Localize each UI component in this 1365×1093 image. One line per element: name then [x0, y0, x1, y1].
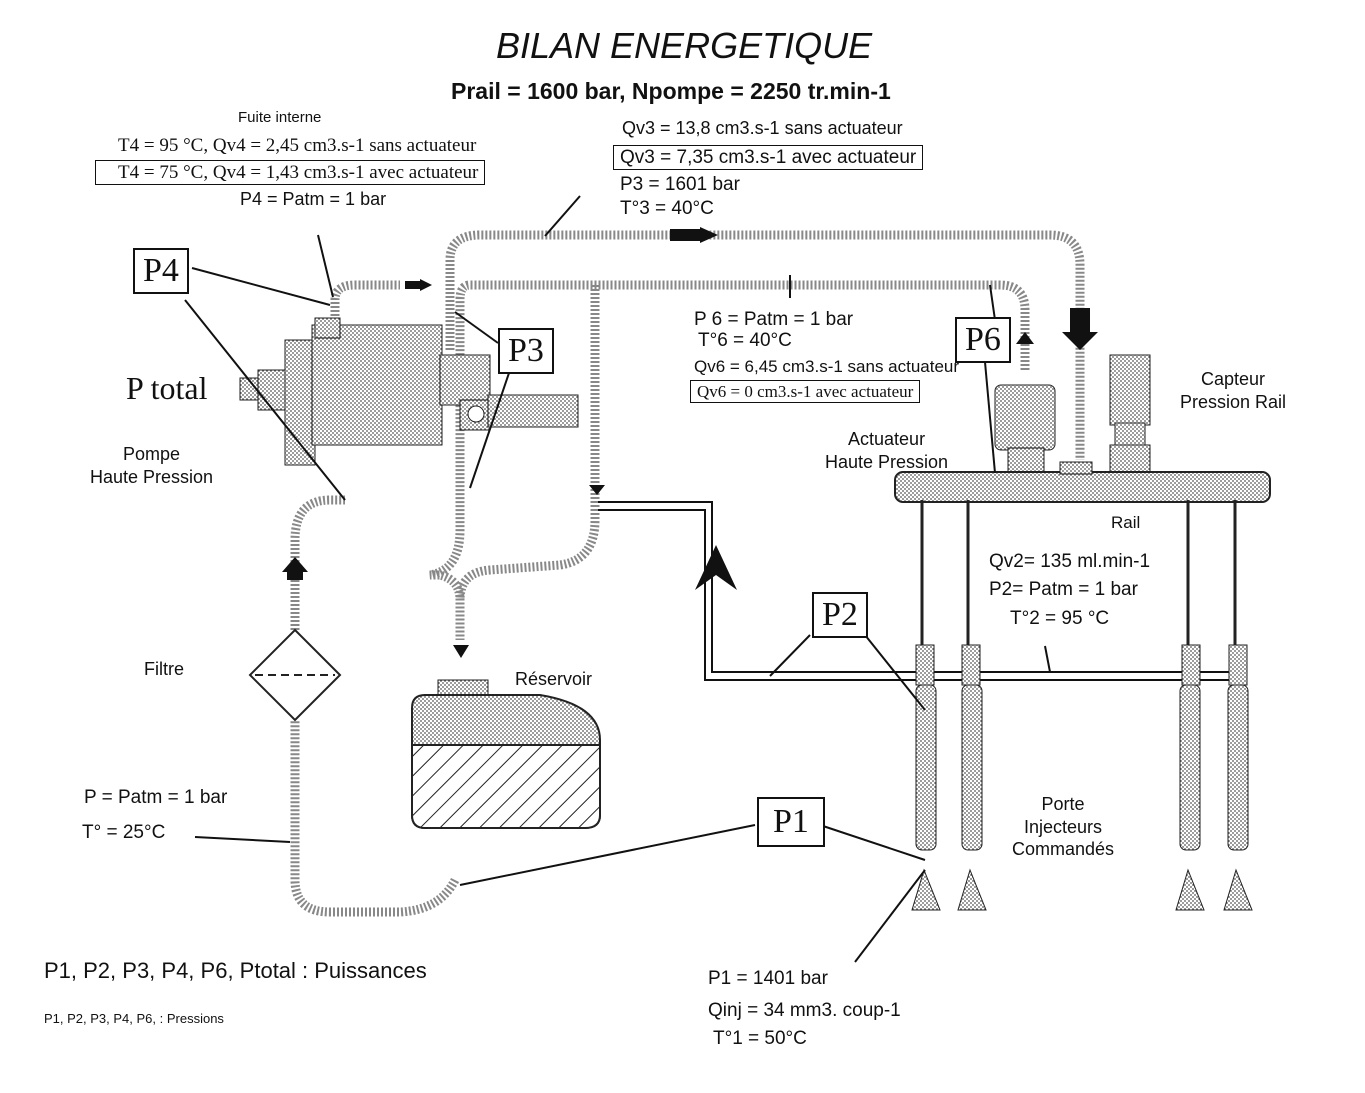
legend-line-2: P1, P2, P3, P4, P6, : Pressions: [44, 1011, 224, 1026]
pipe-tank-to-filter: [290, 720, 460, 917]
page-title: BILAN ENERGETIQUE: [496, 25, 873, 66]
injector: [957, 500, 987, 911]
pipe-pump-to-rail: [445, 230, 1085, 460]
q6-line-2: T°6 = 40°C: [698, 330, 792, 351]
rail-label: Rail: [1111, 513, 1141, 532]
injector: [1223, 500, 1253, 911]
q3-line-4: T°3 = 40°C: [620, 198, 714, 219]
q1-line-1: P1 = 1401 bar: [708, 968, 828, 989]
injectors: [911, 500, 1253, 911]
tank-label: Réservoir: [515, 669, 593, 689]
q3-line-2: Qv3 = 7,35 cm3.s-1 avec actuateur: [613, 145, 924, 170]
legend-line-1: P1, P2, P3, P4, P6, Ptotal : Puissances: [44, 958, 427, 983]
filter-label: Filtre: [144, 659, 184, 679]
ptotal-label: P total: [126, 370, 208, 406]
tank: [411, 679, 601, 829]
q6-line-1: P 6 = Patm = 1 bar: [694, 309, 854, 330]
leak-line-3: P4 = Patm = 1 bar: [240, 189, 387, 209]
injectors-label: Porte Injecteurs Commandés: [1012, 794, 1115, 859]
arrow-down-return: [589, 485, 605, 495]
arrow-up-filter: [282, 557, 308, 572]
arrow-down-rail: [1062, 332, 1098, 350]
leak-line-1: T4 = 95 °C, Qv4 = 2,45 cm3.s-1 sans actu…: [118, 135, 477, 156]
inlet-line-2: T° = 25°C: [82, 822, 166, 843]
power-label-p1: P1: [757, 797, 825, 847]
q2-line-2: P2= Patm = 1 bar: [989, 579, 1138, 600]
power-label-p2: P2: [812, 592, 868, 638]
leak-heading: Fuite interne: [238, 109, 322, 126]
arrow-right-p3: [700, 227, 718, 243]
q3-line-3: P3 = 1601 bar: [620, 174, 740, 195]
arrow-down-tank: [453, 645, 469, 658]
arrow-up-actuator: [1016, 332, 1034, 344]
pipe-leak: [330, 280, 400, 320]
q2-line-1: Qv2= 135 ml.min-1: [989, 551, 1151, 572]
inlet-line-1: P = Patm = 1 bar: [84, 787, 228, 808]
q6-line-4: Qv6 = 0 cm3.s-1 avec actuateur: [690, 380, 921, 403]
pump-label: Pompe Haute Pression: [90, 444, 214, 487]
pressure-sensor: [1109, 354, 1151, 476]
power-label-p4: P4: [133, 248, 189, 294]
return-pipes: [290, 230, 1085, 917]
leader-lines: [184, 195, 1051, 963]
q1-line-2: Qinj = 34 mm3. coup-1: [708, 1000, 901, 1021]
pipe-actuator-return: [428, 280, 1030, 640]
filter-symbol: [248, 628, 342, 722]
q3-line-1: Qv3 = 13,8 cm3.s-1 sans actuateur: [622, 118, 903, 138]
page-subtitle: Prail = 1600 bar, Npompe = 2250 tr.min-1: [451, 78, 891, 104]
actuator: [994, 384, 1056, 477]
power-label-p3: P3: [498, 328, 554, 374]
power-label-p6: P6: [955, 317, 1011, 363]
pump-body: [239, 317, 579, 466]
injector: [1175, 500, 1205, 911]
q1-line-3: T°1 = 50°C: [713, 1028, 807, 1049]
q2-line-3: T°2 = 95 °C: [1010, 608, 1110, 629]
arrow-right-leak: [420, 279, 432, 291]
leak-line-2: T4 = 75 °C, Qv4 = 1,43 cm3.s-1 avec actu…: [95, 160, 486, 185]
actuator-label: Actuateur Haute Pression: [825, 429, 949, 472]
flow-arrows: [282, 227, 1098, 658]
q6-line-3: Qv6 = 6,45 cm3.s-1 sans actuateur: [694, 357, 960, 376]
sensor-label: Capteur Pression Rail: [1180, 369, 1287, 412]
pipe-filter-to-pump: [290, 495, 345, 630]
rail: [894, 461, 1271, 503]
arrow-up-return: [695, 545, 737, 590]
injector: [911, 500, 941, 911]
